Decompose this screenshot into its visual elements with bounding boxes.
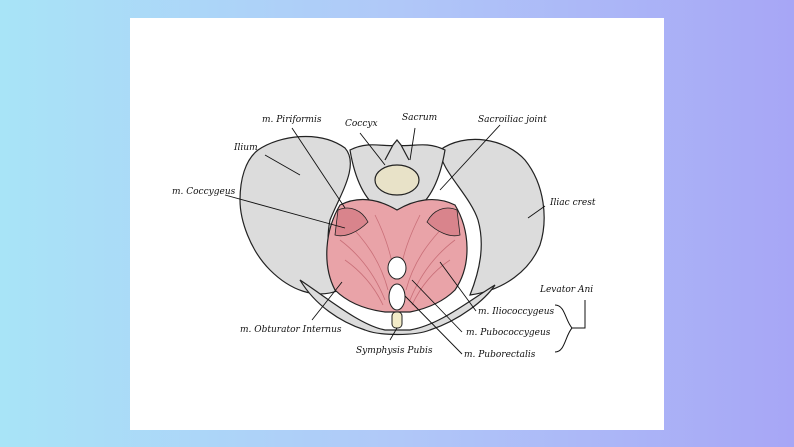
pubic-rami: [299, 279, 496, 336]
vaginal-opening: [388, 283, 406, 311]
label-levator-ani: Levator Ani: [539, 285, 593, 295]
label-pubococcygeus: m. Pubococcygeus: [466, 328, 551, 338]
levator-ani-bracket: [554, 304, 573, 353]
label-obturator-internus: m. Obturator Internus: [240, 325, 342, 335]
label-sacroiliac-joint: Sacroiliac joint: [478, 115, 547, 125]
label-puborectalis: m. Puborectalis: [464, 350, 536, 360]
rectal-opening: [387, 256, 407, 280]
label-ilium: Ilium: [233, 143, 258, 153]
coccygeus-right: [426, 207, 461, 237]
leader-lines: [224, 124, 546, 355]
label-iliac-crest: Iliac crest: [549, 198, 596, 208]
spinous-process: [384, 139, 410, 161]
label-piriformis: m. Piriformis: [262, 115, 322, 125]
label-symphysis-pubis: Symphysis Pubis: [356, 346, 433, 356]
label-coccygeus: m. Coccygeus: [172, 187, 236, 197]
right-ilium: [439, 138, 545, 296]
label-sacrum: Sacrum: [402, 113, 437, 123]
symphysis-pubis-joint: [391, 311, 403, 329]
sacral-body: [374, 164, 420, 196]
levator-ani-connector: [572, 300, 586, 329]
coccygeus-left: [334, 207, 369, 237]
label-iliococcygeus: m. Iliococcygeus: [478, 307, 554, 317]
label-coccyx: Coccyx: [345, 119, 378, 129]
